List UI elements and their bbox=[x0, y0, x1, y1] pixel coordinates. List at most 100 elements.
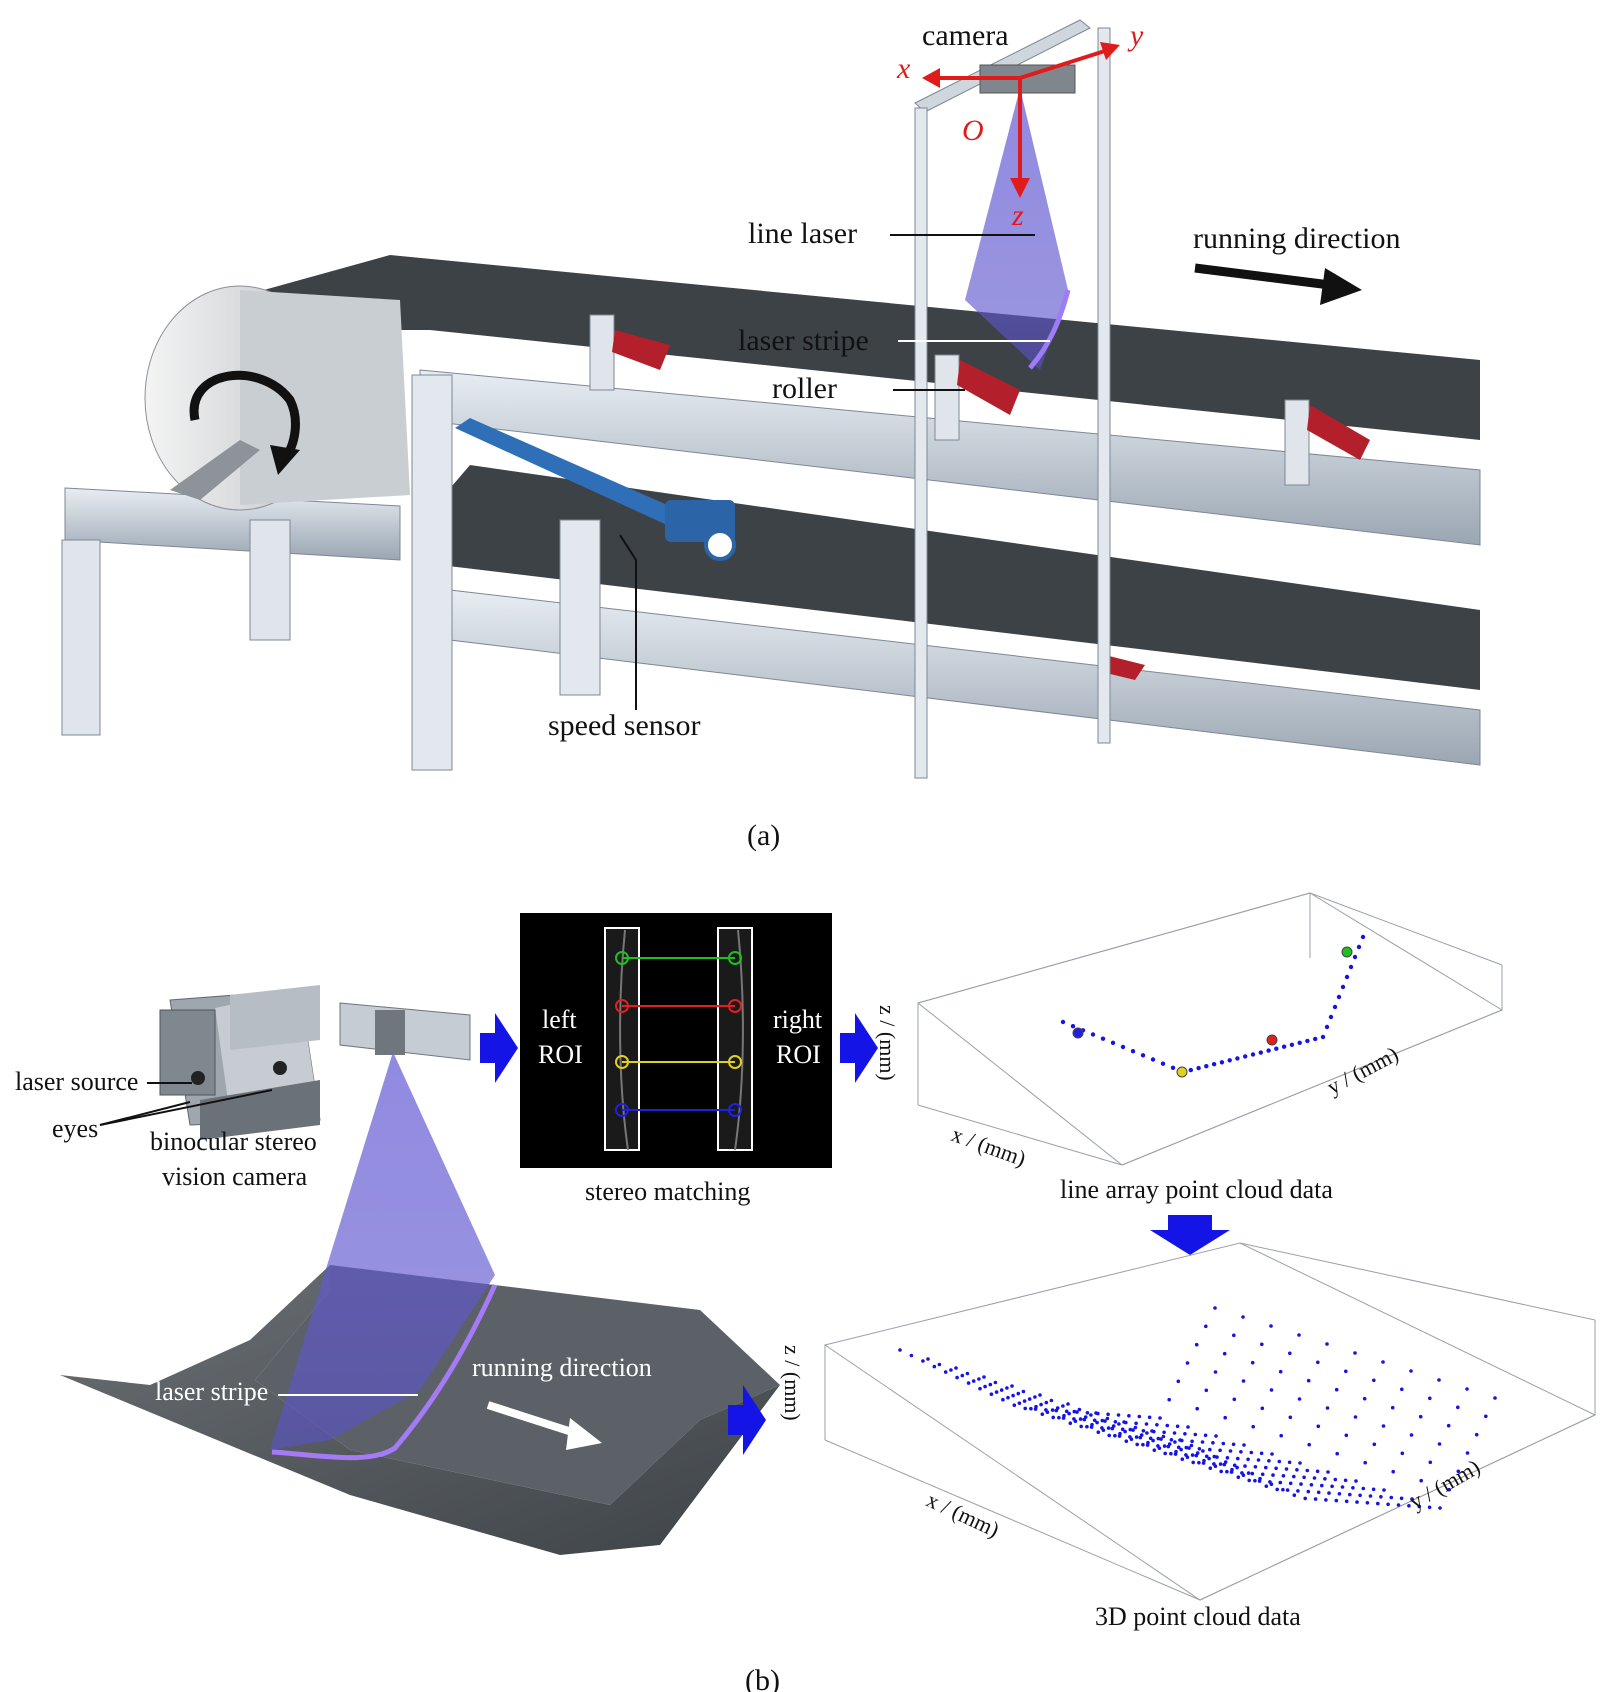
main-frame bbox=[411, 369, 1481, 771]
cloud-point bbox=[1376, 1501, 1380, 1506]
cloud-point bbox=[1184, 1445, 1189, 1450]
cloud-point bbox=[1139, 1433, 1144, 1437]
sensor-wheel bbox=[704, 529, 736, 561]
cloud-point bbox=[1277, 1459, 1282, 1464]
cloud-point bbox=[1493, 1396, 1497, 1400]
cloud-point bbox=[1260, 1472, 1265, 1477]
camera-name-line1: binocular stereo bbox=[150, 1127, 317, 1156]
cloud-point bbox=[1325, 1406, 1330, 1410]
cloud-3d-plot bbox=[823, 1242, 1597, 1601]
cloud-point bbox=[1185, 1455, 1190, 1459]
cloud-point bbox=[1309, 1483, 1314, 1487]
cloud-point bbox=[1090, 1422, 1094, 1427]
y-axis-label: y bbox=[1127, 19, 1144, 52]
upper-belt bbox=[210, 255, 1480, 440]
cloud-point bbox=[1313, 1036, 1318, 1042]
cloud-point bbox=[1269, 1388, 1274, 1392]
belt-sheet bbox=[60, 1265, 780, 1555]
cloud-point bbox=[1236, 1456, 1240, 1461]
matched-point-yellow bbox=[1176, 1066, 1188, 1078]
cloud-point bbox=[1120, 1044, 1126, 1050]
cloud-point bbox=[1001, 1397, 1005, 1402]
cloud-point bbox=[1095, 1420, 1099, 1425]
cloud-point bbox=[1219, 1060, 1225, 1065]
cloud-point bbox=[1092, 1418, 1097, 1423]
cloud-point bbox=[1418, 1414, 1423, 1419]
camera-gantry bbox=[914, 19, 1111, 779]
cloud-point bbox=[1279, 1433, 1283, 1438]
running-direction-label-b: running direction bbox=[472, 1353, 652, 1382]
cloud-point bbox=[1362, 1396, 1367, 1401]
roller-label: roller bbox=[772, 372, 837, 405]
match-point-right bbox=[728, 951, 742, 965]
cloud-point bbox=[1208, 1447, 1212, 1452]
cloud-point bbox=[1150, 1057, 1156, 1062]
cloud-point bbox=[1178, 1438, 1182, 1442]
cloud-point bbox=[1070, 1023, 1076, 1029]
cloud-point bbox=[1169, 1438, 1174, 1442]
cloud-point bbox=[1269, 1482, 1274, 1486]
laser-fan-b bbox=[270, 1052, 495, 1450]
cloud-point bbox=[1033, 1395, 1037, 1399]
cloud-point bbox=[1358, 1493, 1362, 1498]
cloud-point bbox=[1297, 1397, 1302, 1401]
camera-eye-right bbox=[273, 1061, 287, 1075]
cloud-point bbox=[1214, 1434, 1218, 1438]
cloud-point bbox=[1253, 1478, 1257, 1483]
cloud-point bbox=[1330, 1484, 1334, 1489]
cloud-point bbox=[1258, 1050, 1264, 1055]
cloud-point bbox=[1165, 1423, 1170, 1428]
line-laser-label: line laser bbox=[748, 217, 857, 250]
line-plot-y-label: y / (mm) bbox=[1323, 1041, 1403, 1099]
cloud-point bbox=[1029, 1406, 1033, 1411]
cloud-3d-points bbox=[898, 1306, 1497, 1510]
cloud-point bbox=[1185, 1361, 1190, 1365]
flow-arrow-3 bbox=[1150, 1215, 1230, 1255]
cloud-point bbox=[1296, 1489, 1300, 1493]
cloud-point bbox=[1348, 1492, 1352, 1497]
cloud-point bbox=[1133, 1425, 1138, 1430]
cloud-point bbox=[1271, 1473, 1275, 1477]
cloud-point bbox=[1324, 1024, 1330, 1030]
cloud-point bbox=[1195, 1406, 1199, 1411]
cloud-point bbox=[1187, 1446, 1191, 1450]
cloud-point bbox=[1256, 1458, 1261, 1462]
line-plot-z-label: z / (mm) bbox=[875, 1005, 900, 1081]
cloud-point bbox=[1222, 1351, 1227, 1356]
cloud-point bbox=[1188, 1067, 1194, 1073]
cloud-point bbox=[1288, 1481, 1293, 1486]
cloud-point bbox=[1316, 1424, 1321, 1429]
cloud-point bbox=[1484, 1414, 1488, 1419]
cloud-point bbox=[1176, 1445, 1181, 1450]
cloud-point bbox=[1147, 1415, 1152, 1420]
cloud-point bbox=[1207, 1456, 1211, 1461]
cloud-point bbox=[1400, 1451, 1405, 1456]
cloud-point bbox=[1399, 1496, 1404, 1501]
cloud-point bbox=[1135, 1442, 1139, 1447]
cloud-point bbox=[1306, 1489, 1311, 1494]
cloud-point bbox=[921, 1359, 925, 1363]
cloud-point bbox=[1148, 1436, 1153, 1441]
cloud-point bbox=[1270, 1452, 1274, 1456]
cloud-point bbox=[1072, 1409, 1077, 1414]
cloud-point bbox=[1077, 1407, 1082, 1412]
cloud-point bbox=[1456, 1469, 1461, 1474]
cloud-point bbox=[1249, 1450, 1254, 1455]
idler-rollers bbox=[589, 314, 1370, 680]
cloud-point bbox=[1250, 1471, 1255, 1476]
cloud-point bbox=[1315, 1469, 1320, 1474]
cloud-point bbox=[1340, 984, 1346, 990]
cloud-point bbox=[943, 1370, 948, 1374]
cloud-point bbox=[1292, 1474, 1296, 1479]
cloud-point bbox=[1327, 1491, 1331, 1495]
camera-label: camera bbox=[922, 19, 1009, 52]
cloud-point bbox=[1389, 1495, 1394, 1500]
right-roi-label-2: ROI bbox=[776, 1040, 821, 1069]
cloud-point bbox=[1040, 1412, 1045, 1416]
cloud-point bbox=[1158, 1416, 1162, 1420]
cloud-point bbox=[1131, 1428, 1135, 1432]
cloud-point bbox=[1068, 1421, 1073, 1425]
cloud-point bbox=[1326, 1470, 1330, 1474]
cloud-point bbox=[965, 1371, 970, 1376]
laser-stripe-label: laser stripe bbox=[738, 324, 869, 357]
